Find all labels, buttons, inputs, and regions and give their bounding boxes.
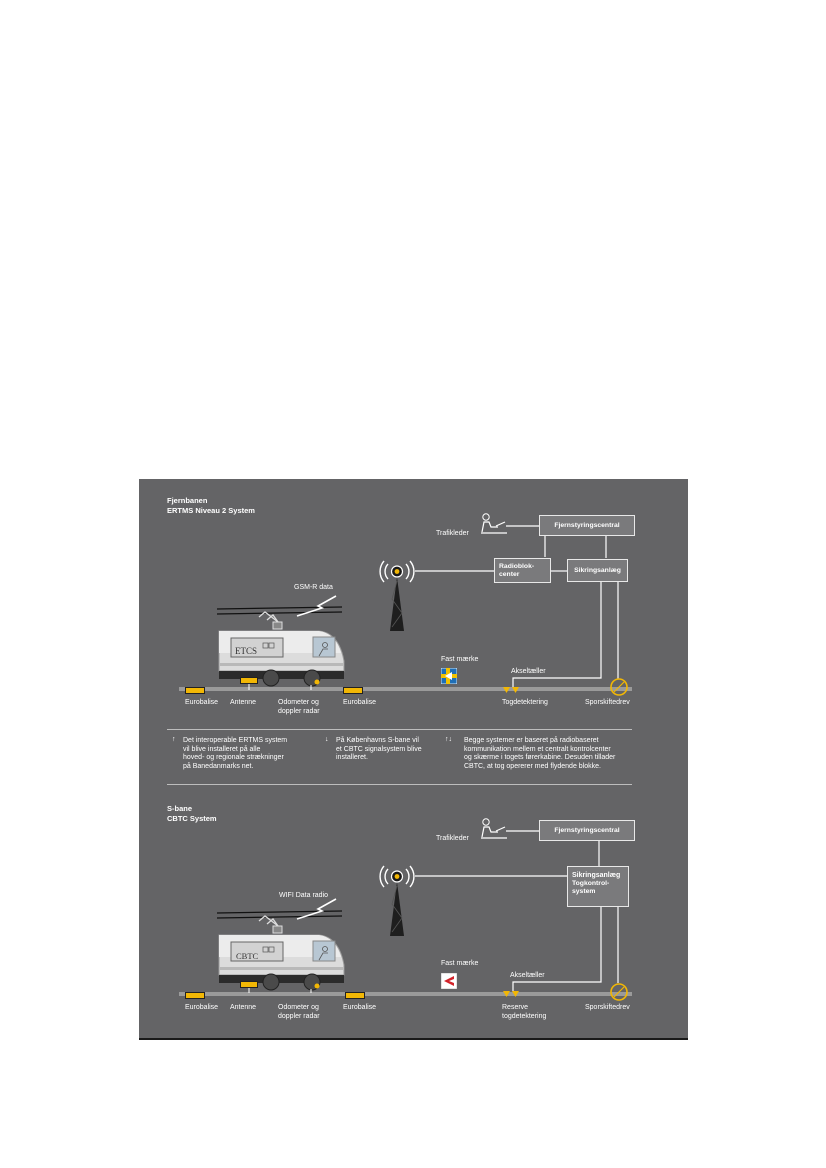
legend-col1-line1: Det interoperable ERTMS system: [183, 737, 288, 744]
bottom-section-subtitle: CBTC System: [167, 814, 217, 823]
radio-tower-icon: [379, 560, 415, 631]
train-icon: [218, 915, 345, 993]
legend-top-divider: [167, 729, 632, 730]
bottom-remote-control-center-label: Fjernstyringscentral: [554, 826, 620, 834]
legend-col2-line3: installeret.: [336, 754, 368, 761]
bottom-radio-label: WIFI Data radio: [279, 892, 329, 899]
bottom-train-detection-line1: Reserve: [502, 1004, 529, 1011]
bottom-interlocking-label: Sikringsanlæg: [572, 872, 621, 879]
top-radio-block-center-line1: Radioblok-: [499, 563, 535, 570]
top-odometer-line2: doppler radar: [278, 708, 320, 715]
legend-col3-line1: Begge systemer er baseret på radiobasere…: [464, 737, 599, 744]
point-machine-icon: [610, 678, 628, 696]
arrow-up-icon: ↑: [172, 736, 176, 743]
top-radio-label: GSM-R data: [294, 584, 333, 591]
top-eurobalise-2-marker: [343, 687, 363, 694]
top-fixed-mark-label: Fast mærke: [441, 656, 479, 663]
bottom-remote-control-center-box: Fjernstyringscentral: [539, 820, 635, 841]
bottom-traffic-controller-label: Trafikleder: [436, 835, 469, 842]
fixed-mark-icon: [441, 973, 457, 989]
bottom-section-title: S-bane: [167, 804, 193, 813]
arrow-down-icon: ↓: [325, 736, 329, 743]
lightning-icon: [296, 898, 337, 920]
top-remote-control-center-label: Fjernstyringscentral: [554, 521, 620, 529]
point-machine-icon: [610, 983, 628, 1001]
top-interlocking-box: Sikringsanlæg: [567, 559, 628, 582]
lightning-icon: [296, 595, 337, 617]
signalling-diagram: Fjernbanen ERTMS Niveau 2 System Trafikl…: [139, 479, 688, 1040]
top-eurobalise-1-label: Eurobalise: [185, 699, 219, 706]
legend-col2-line1: På Københavns S-bane vil: [336, 737, 419, 744]
top-antenna-marker: [240, 677, 258, 684]
bottom-train-control-line2: system: [572, 888, 596, 895]
person-at-desk-icon: [481, 513, 507, 534]
bottom-eurobalise-1-label: Eurobalise: [185, 1004, 219, 1011]
top-eurobalise-2-label: Eurobalise: [343, 699, 377, 706]
top-eurobalise-1-marker: [185, 687, 205, 694]
top-radio-block-center-line2: center: [499, 571, 520, 578]
train-icon: [218, 611, 345, 690]
top-traffic-controller-label: Trafikleder: [436, 530, 469, 537]
legend-col3-line4: CBTC, at tog opererer med flydende blokk…: [464, 762, 601, 770]
bottom-interlocking-box: Sikringsanlæg Togkontrol- system: [567, 866, 629, 907]
person-at-desk-icon: [481, 818, 507, 839]
legend-col2: På Københavns S-bane vil et CBTC signals…: [336, 737, 422, 763]
bottom-axle-counter-label: Akseltæller: [510, 972, 545, 979]
top-odometer-line1: Odometer og: [278, 699, 319, 706]
bottom-cab-label: CBTC: [236, 951, 259, 961]
top-section-title: Fjernbanen: [167, 496, 208, 505]
bottom-odometer-line2: doppler radar: [278, 1013, 320, 1020]
bottom-eurobalise-1-marker: [185, 992, 205, 999]
bottom-train-detection-line2: togdetektering: [502, 1013, 547, 1020]
bottom-eurobalise-2-marker: [345, 992, 365, 999]
top-cab-label: ETCS: [235, 646, 258, 656]
bottom-antenna-label: Antenne: [230, 1004, 257, 1011]
top-section-subtitle: ERTMS Niveau 2 System: [167, 506, 255, 515]
legend-col1-line3: hoved- og regionale strækninger: [183, 754, 284, 761]
top-antenna-label: Antenne: [230, 699, 257, 706]
top-train-detection-label: Togdetektering: [502, 699, 548, 706]
legend-col3: Begge systemer er baseret på radiobasere…: [464, 737, 615, 771]
top-remote-control-center-box: Fjernstyringscentral: [539, 515, 635, 536]
bottom-antenna-marker: [240, 981, 258, 988]
fixed-mark-icon: [441, 668, 457, 684]
legend-bottom-divider: [167, 784, 632, 785]
bottom-point-machine-label: Sporskiftedrev: [585, 1004, 630, 1011]
legend-col2-line2: et CBTC signalsystem blive: [336, 745, 422, 753]
bottom-fixed-mark-label: Fast mærke: [441, 960, 479, 967]
bottom-train-control-line1: Togkontrol-: [572, 880, 610, 887]
legend-col1-line2: vil blive installeret på alle: [183, 745, 261, 753]
bottom-eurobalise-2-label: Eurobalise: [343, 1004, 377, 1011]
arrows-up-down-icon: ↑↓: [445, 736, 452, 743]
top-axle-counter-label: Akseltæller: [511, 668, 546, 675]
axle-counter-icon: [503, 991, 519, 997]
axle-counter-icon: [503, 687, 519, 693]
radio-tower-icon: [379, 865, 415, 936]
legend-col1-line4: på Banedanmarks net.: [183, 762, 254, 770]
legend-col1: Det interoperable ERTMS system vil blive…: [183, 737, 287, 771]
top-interlocking-label: Sikringsanlæg: [574, 566, 621, 574]
legend-col3-line3: og skærme i togets førerkabine. Desuden …: [464, 754, 616, 761]
bottom-odometer-line1: Odometer og: [278, 1004, 319, 1011]
top-point-machine-label: Sporskiftedrev: [585, 699, 630, 706]
top-radio-block-center-box: Radioblok- center: [494, 558, 551, 583]
legend-col3-line2: kommunikation mellem et centralt kontrol…: [464, 745, 611, 753]
